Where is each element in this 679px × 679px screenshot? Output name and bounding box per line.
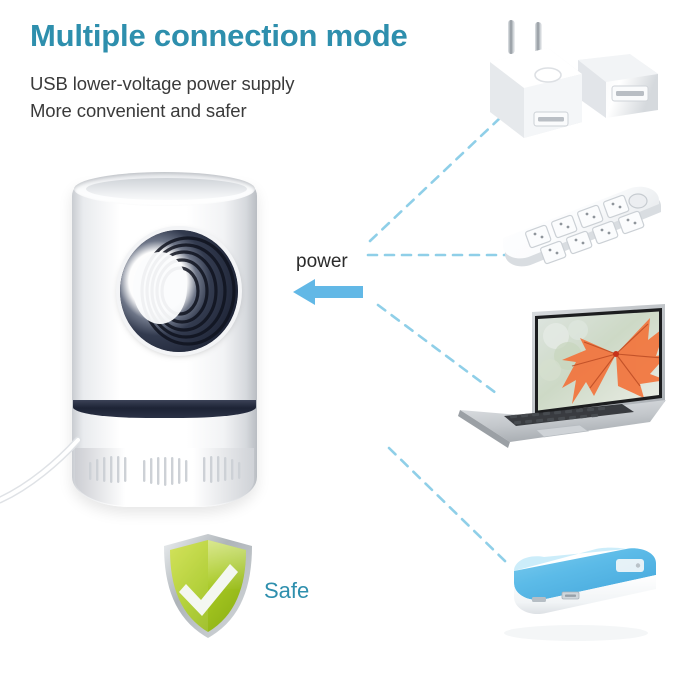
mosquito-killer-lamp [72, 172, 257, 517]
lamp-base [75, 448, 254, 506]
maple-leaf [562, 318, 659, 404]
lamp-vortex-opening [120, 230, 238, 352]
charger-primary [490, 48, 582, 138]
subtitle-line-1: USB lower-voltage power supply [30, 73, 295, 94]
lamp-vent-slots [89, 456, 241, 486]
power-bank-indicator [616, 559, 644, 572]
strip-power-switch [628, 193, 648, 209]
laptop-screen-wallpaper [538, 311, 659, 411]
strip-sockets [525, 194, 645, 265]
laptop-trackpad [535, 424, 590, 438]
safe-label: Safe [264, 578, 310, 603]
power-strip [503, 186, 661, 267]
charger-pins [508, 20, 542, 56]
power-bank [504, 547, 656, 641]
subtitle-line-2: More convenient and safer [30, 100, 247, 121]
page-title: Multiple connection mode [30, 18, 408, 53]
lamp-accent-band [73, 400, 256, 418]
power-bank-ports [532, 591, 580, 602]
lamp-top-inner-rim [86, 178, 247, 200]
safe-shield-icon [164, 534, 252, 638]
power-arrow-icon [293, 279, 363, 305]
usb-wall-charger [490, 20, 658, 138]
charger-secondary [578, 54, 658, 118]
power-label: power [296, 251, 348, 272]
lamp-top-rim [74, 172, 255, 206]
laptop [458, 304, 666, 448]
